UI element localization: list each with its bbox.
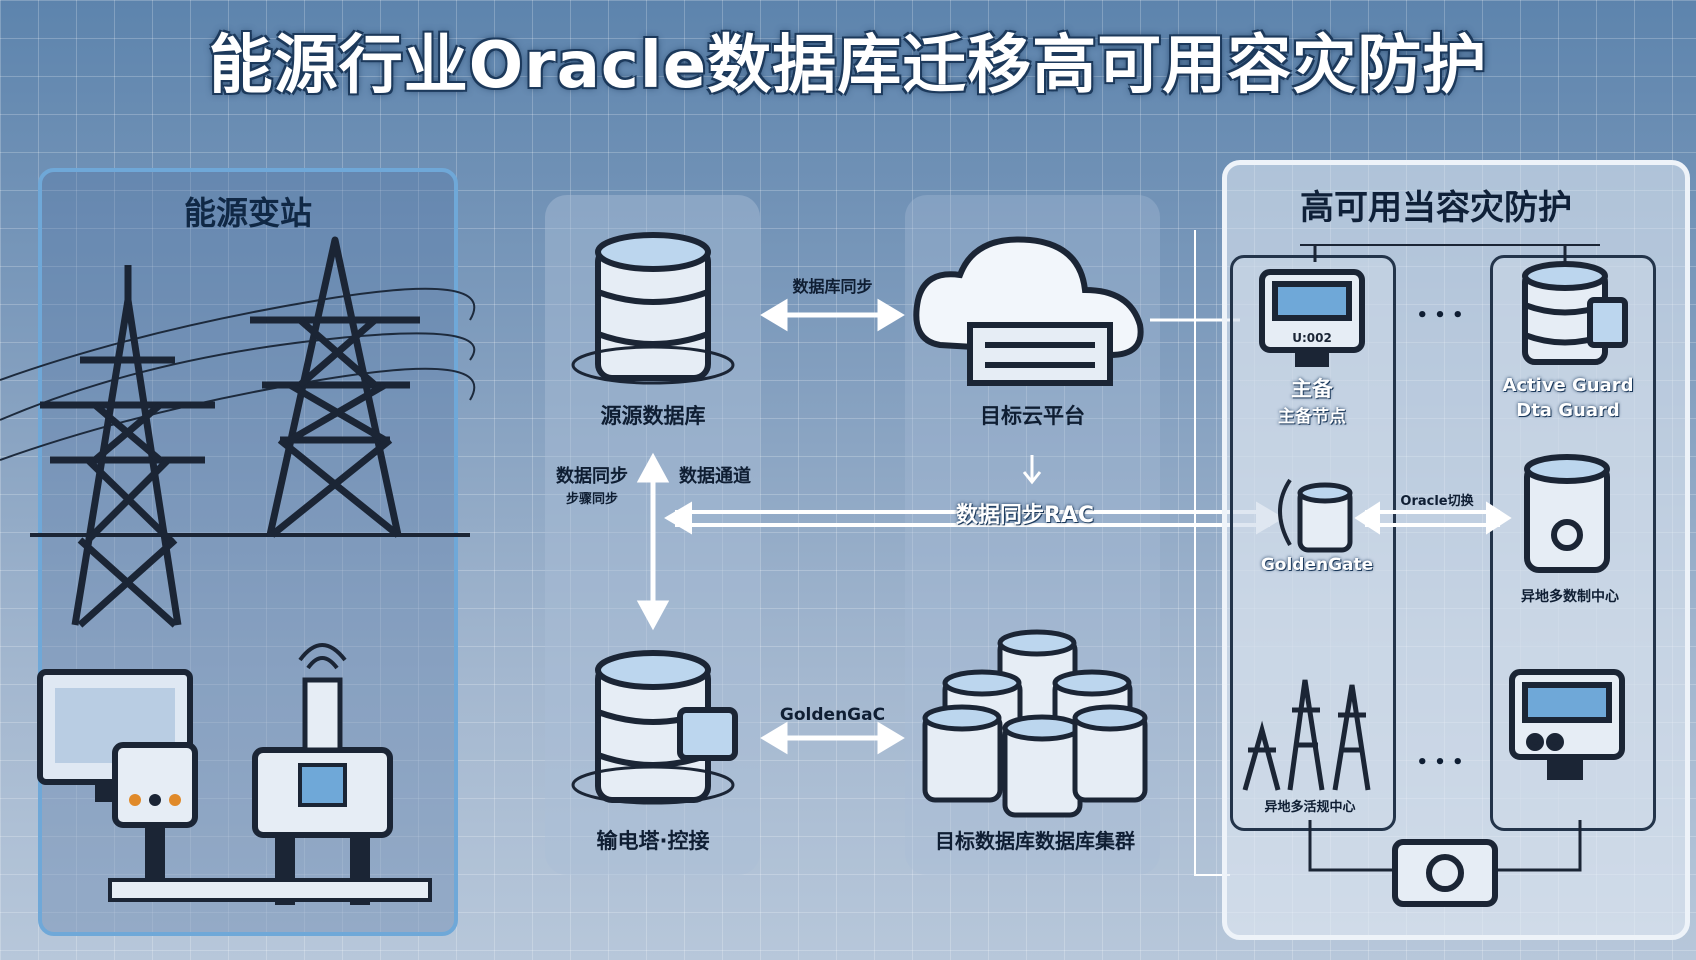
source-db-label: 源源数据库 [600, 404, 706, 428]
active-guard-label: Active Guard [1502, 375, 1634, 396]
sync-left-label: 数据同步 [556, 466, 628, 487]
tower-database-icon [571, 650, 738, 805]
oracle-switch-label: Oracle切换 [1400, 494, 1474, 509]
primary-label: 主备 [1291, 377, 1333, 401]
sync-channel-label: 数据通道 [679, 466, 751, 487]
remote-center-icon [1524, 454, 1610, 573]
goldengate-label: GoldenGate [1260, 555, 1374, 575]
ellipsis-bottom: • • • [1416, 752, 1464, 773]
active-guard-icon [1522, 261, 1628, 365]
sync-top-label: 数据库同步 [792, 277, 873, 296]
transmission-tower-icon [40, 265, 215, 628]
control-panel-icon [112, 742, 198, 885]
goldengate-arrow-label: GoldenGaC [779, 705, 886, 725]
sync-left-sub-label: 步骤同步 [565, 492, 618, 507]
sync-arrow-top [760, 298, 905, 332]
substation-title: 能源变站 [183, 194, 312, 232]
remote-active-label: 异地多活规中心 [1264, 800, 1356, 815]
transmission-tower-icon [250, 236, 420, 538]
small-tower-icon [1242, 679, 1371, 791]
sync-arrow-vertical [636, 452, 670, 631]
primary-node-icon [1259, 269, 1365, 367]
ellipsis-top: • • • [1416, 305, 1464, 326]
cloud-platform-icon [913, 236, 1144, 386]
sync-rac-label: 数据同步RAC [955, 503, 1095, 528]
workstation-icon [1509, 669, 1625, 780]
remote-center-label: 异地多数制中心 [1521, 589, 1619, 605]
source-database-icon [571, 232, 735, 385]
router-icon [1308, 820, 1582, 907]
ha-title: 高可用当容灾防护 [1300, 188, 1572, 228]
page-title: 能源行业Oracle数据库迁移高可用容灾防护 [208, 29, 1488, 103]
tower-db-label: 输电塔·控接 [596, 829, 710, 853]
cloud-platform-label: 目标云平台 [980, 404, 1085, 428]
monitor-screen-text: U:002 [1292, 331, 1332, 345]
cluster-label: 目标数据库数据库集群 [935, 829, 1135, 853]
data-guard-label: Dta Guard [1516, 400, 1620, 421]
database-cluster-icon [922, 629, 1148, 818]
primary-sub-label: 主备节点 [1278, 407, 1346, 427]
goldengate-node-icon [1278, 478, 1353, 553]
goldengate-arrow [760, 721, 905, 755]
transformer-icon [108, 643, 432, 905]
oracle-switch-arrow [1354, 501, 1512, 535]
